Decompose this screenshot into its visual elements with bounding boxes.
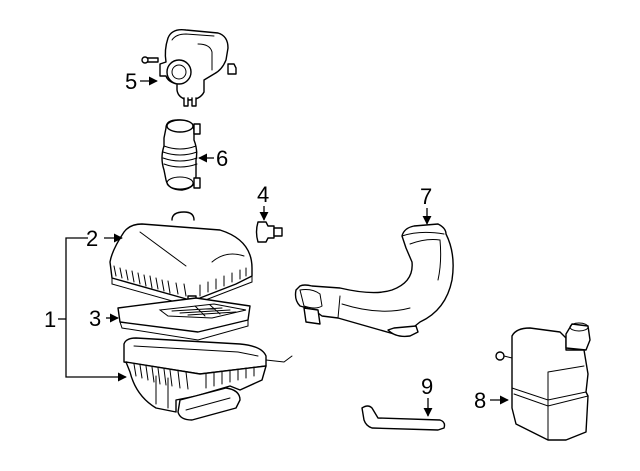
part-3-filter-element[interactable] [117,297,251,341]
callout-8[interactable]: 8 [474,388,486,413]
part-9-vent-hose[interactable] [361,405,446,431]
part-1-lower-case[interactable] [123,337,293,421]
callout-3[interactable]: 3 [89,306,101,331]
callout-9[interactable]: 9 [421,374,433,399]
callout-4[interactable]: 4 [257,182,269,207]
part-2-upper-cover[interactable] [109,211,253,307]
callout-6[interactable]: 6 [216,146,228,171]
part-5-maf-housing[interactable] [141,28,237,107]
callout-7[interactable]: 7 [420,184,432,209]
callout-1[interactable]: 1 [44,307,56,332]
part-6-intake-hose[interactable] [161,119,201,191]
callout-2[interactable]: 2 [86,226,98,251]
leader-lines [58,76,509,417]
callout-5[interactable]: 5 [125,69,137,94]
part-4-clip[interactable] [255,221,283,243]
part-7-inlet-duct[interactable] [294,223,454,338]
part-8-resonator[interactable] [495,322,591,441]
